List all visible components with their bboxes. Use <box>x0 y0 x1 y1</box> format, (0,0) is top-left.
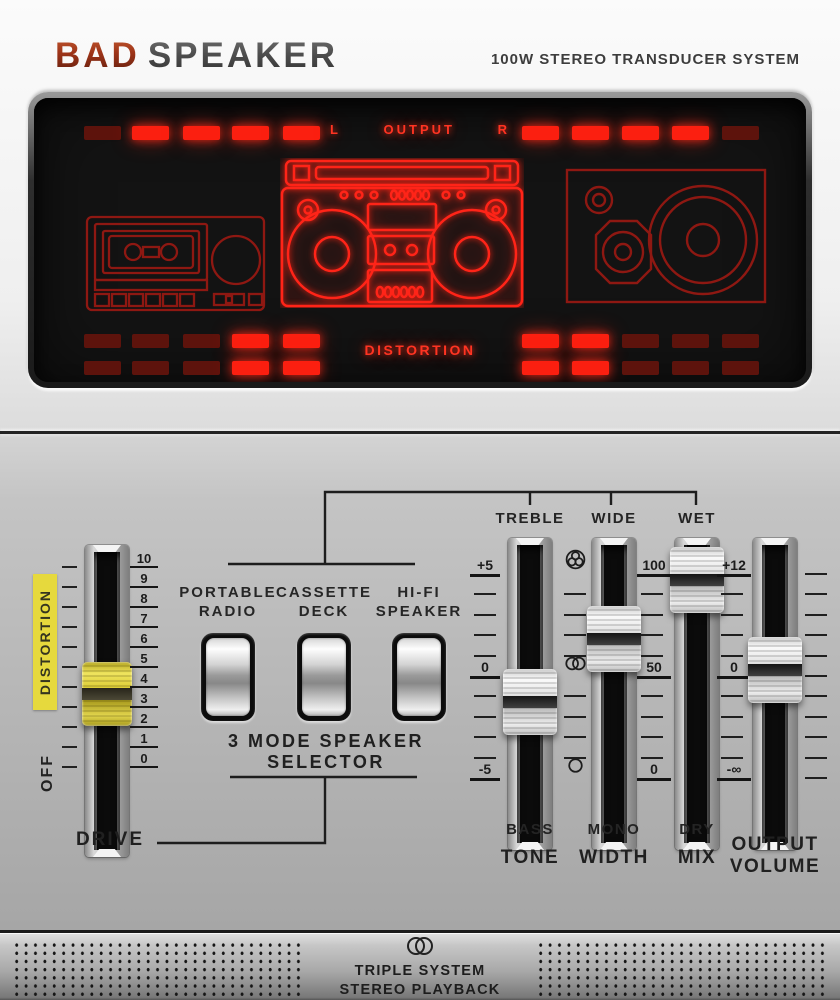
brand-logo-bad: BAD <box>55 36 140 75</box>
output-meter-segment <box>722 126 759 140</box>
distortion-meter-segment <box>84 361 121 375</box>
footer-line2: STEREO PLAYBACK <box>339 982 501 998</box>
stereo-circles-icon <box>407 937 433 955</box>
output-meter-labels: L OUTPUT R <box>330 122 510 137</box>
width-bottom-label: MONO <box>587 821 641 838</box>
output-meter-segment <box>522 126 559 140</box>
speaker-grille-right <box>536 941 828 997</box>
drive-fader[interactable] <box>82 545 132 857</box>
stereo-icon <box>560 649 590 675</box>
left-channel-label: L <box>330 122 341 137</box>
wide-icon <box>560 545 590 571</box>
width-fader-track[interactable] <box>592 538 636 850</box>
output-meter-segment <box>132 126 169 140</box>
distortion-meter-segment <box>672 334 709 348</box>
width-top-label: WIDE <box>591 510 637 527</box>
width-icon-scale <box>560 537 590 779</box>
footer-center: TRIPLE SYSTEM STEREO PLAYBACK <box>320 935 520 1000</box>
panel-seam <box>0 431 840 434</box>
tagline: 100W STEREO TRANSDUCER SYSTEM <box>490 51 800 68</box>
output-scale: +12 0 -∞ <box>717 537 751 781</box>
tone-bottom-label: BASS <box>506 821 554 838</box>
distortion-zone-strip: DISTORTION <box>33 574 57 710</box>
display-screen: L OUTPUT R <box>34 98 806 382</box>
mix-bottom-label: DRY <box>679 821 715 838</box>
output-meter-segment <box>622 126 659 140</box>
output-right-ticks <box>805 537 827 779</box>
output-meter-segment <box>232 126 269 140</box>
tone-scale: +5 0 -5 <box>470 537 500 781</box>
hifi-speaker-switch[interactable] <box>392 633 446 721</box>
distortion-meter-segment <box>84 334 121 348</box>
distortion-meter-segment <box>232 334 269 348</box>
output-meter-segment <box>672 126 709 140</box>
drive-left-ticks <box>62 566 77 768</box>
output-volume-fader-cap[interactable] <box>748 636 802 703</box>
display-bezel: L OUTPUT R <box>28 92 812 388</box>
distortion-meter-segment <box>232 361 269 375</box>
distortion-meter-label: DISTORTION <box>364 342 476 358</box>
distortion-meter-segment <box>622 334 659 348</box>
mix-top-label: WET <box>678 510 716 527</box>
mono-icon <box>560 751 590 777</box>
distortion-zone-label: DISTORTION <box>37 588 53 696</box>
output-meter-segment <box>283 126 320 140</box>
drive-off-label-wrap: OFF <box>36 742 60 804</box>
cassette-deck-switch[interactable] <box>297 633 351 721</box>
footer-line1: TRIPLE SYSTEM <box>354 963 486 979</box>
tone-top-label: TREBLE <box>495 510 565 527</box>
width-scale: 100 50 0 <box>637 537 671 781</box>
selector-title: 3 MODE SPEAKER SELECTOR <box>227 731 425 772</box>
portable-radio-switch[interactable] <box>201 633 255 721</box>
width-fader-cap[interactable] <box>587 606 641 673</box>
mix-label: MIX <box>677 847 717 868</box>
width-label: WIDTH <box>579 847 649 868</box>
width-fader[interactable] <box>587 538 641 850</box>
boombox-drawing <box>280 159 524 308</box>
distortion-meter-segment <box>722 334 759 348</box>
tone-fader-cap[interactable] <box>503 668 557 735</box>
drive-scale: 10 9 8 7 6 5 4 3 2 1 0 <box>130 546 158 768</box>
brand-logo-speaker: SPEAKER <box>147 36 339 75</box>
distortion-meter-segment <box>183 334 220 348</box>
drive-label: DRIVE <box>75 829 145 850</box>
distortion-meter-segment <box>283 361 320 375</box>
distortion-meter-segment <box>132 334 169 348</box>
drive-fader-cap[interactable] <box>82 662 132 726</box>
distortion-meter-segment <box>672 361 709 375</box>
hifi-speaker-drawing <box>565 168 767 304</box>
output-meter-segment <box>84 126 121 140</box>
distortion-meter-segment <box>522 361 559 375</box>
mix-fader-cap[interactable] <box>670 547 724 614</box>
distortion-meter-segment <box>572 361 609 375</box>
tone-label: TONE <box>500 847 560 868</box>
mix-fader[interactable] <box>670 538 724 850</box>
output-volume-fader[interactable] <box>748 538 802 850</box>
speaker-grille-left <box>12 941 304 997</box>
right-channel-label: R <box>497 122 510 137</box>
footer-bar: TRIPLE SYSTEM STEREO PLAYBACK <box>0 930 840 1000</box>
tone-fader[interactable] <box>503 538 557 850</box>
output-meter-segment <box>572 126 609 140</box>
distortion-meter-segment <box>132 361 169 375</box>
cassette-deck-drawing <box>85 215 266 312</box>
distortion-meter-segment <box>522 334 559 348</box>
distortion-meter-segment <box>183 361 220 375</box>
distortion-meter-segment <box>283 334 320 348</box>
output-label: OUTPUT <box>383 122 455 137</box>
distortion-meter-segment <box>722 361 759 375</box>
distortion-meter-segment <box>622 361 659 375</box>
output-meter-segment <box>183 126 220 140</box>
distortion-meter-segment <box>572 334 609 348</box>
drive-off-label: OFF <box>39 754 56 792</box>
